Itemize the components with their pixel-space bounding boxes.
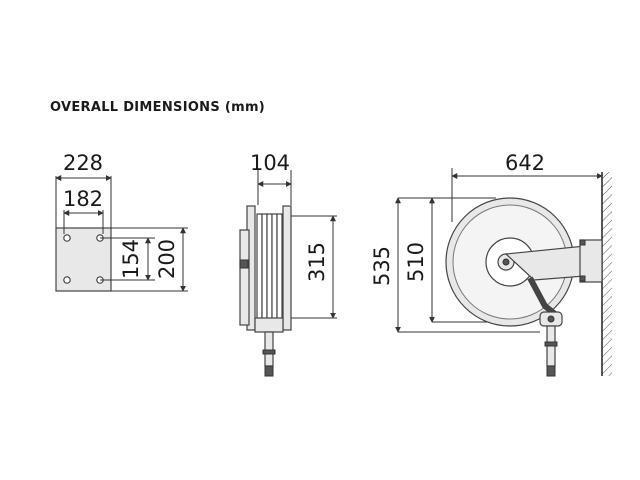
wall-bracket-profile: [239, 229, 250, 326]
diagram-title: OVERALL DIMENSIONS (mm): [50, 100, 266, 115]
dim-label-200: 200: [155, 239, 179, 279]
reel-side-view: 104 315: [239, 151, 337, 377]
mounting-hole: [63, 276, 71, 284]
reel-front-view: 642 535 510: [370, 151, 612, 377]
dim-label-510: 510: [404, 242, 428, 282]
hose-end-fitting: [264, 365, 274, 377]
wall-hatch: [602, 172, 612, 376]
dim-label-104: 104: [250, 151, 290, 175]
dim-label-642: 642: [505, 151, 545, 175]
dim-label-228: 228: [63, 151, 103, 175]
hose-guide: [254, 317, 284, 333]
wall-mount-bracket: [579, 239, 603, 283]
mounting-hole: [63, 234, 71, 242]
dim-label-535: 535: [370, 246, 394, 286]
hose-fitting: [264, 331, 274, 367]
hose-coil: [256, 213, 283, 321]
bracket-bolt: [239, 259, 249, 269]
bracket-front-view: 228 182 154 200: [55, 151, 188, 292]
reel-side-plate: [282, 205, 292, 331]
dim-label-182: 182: [63, 187, 103, 211]
hose-outlet-end: [546, 365, 556, 377]
dim-label-315: 315: [305, 242, 329, 282]
dim-label-154: 154: [119, 239, 143, 279]
